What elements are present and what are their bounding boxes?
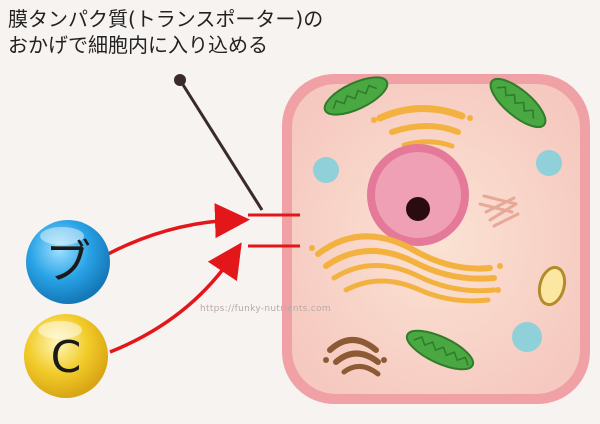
vacuole (536, 150, 562, 176)
nutrient-label-2: C (51, 332, 82, 383)
caption-line-2: おかげで細胞内に入り込める (8, 33, 268, 57)
nucleus-inner (375, 152, 461, 238)
caption-text: 膜タンパク質(トランスポーター)の おかげで細胞内に入り込める (8, 6, 368, 58)
endoplasmic-reticulum (309, 233, 503, 304)
nucleolus (406, 197, 430, 221)
mitochondrion (405, 329, 475, 371)
nutrient-ball-2: C (24, 314, 108, 398)
watermark: https://funky-nutrients.com (200, 304, 331, 314)
vacuole (512, 322, 542, 352)
pointer-line (178, 79, 264, 211)
pointer-dot (174, 74, 186, 86)
lysosome (537, 265, 567, 307)
ribosomes (478, 194, 520, 228)
golgi-apparatus-upper (371, 105, 473, 149)
arrow-from-nutrient-2 (109, 242, 242, 354)
vacuole (313, 157, 339, 183)
caption-line-1: 膜タンパク質(トランスポーター)の (8, 7, 324, 31)
nutrient-label-1: ブ (45, 235, 91, 289)
nutrient-ball-1: ブ (26, 220, 110, 304)
arrow-from-nutrient-1 (107, 203, 250, 256)
golgi-apparatus-lower (323, 337, 387, 377)
mitochondrion (489, 77, 547, 129)
mitochondrion (323, 76, 389, 116)
